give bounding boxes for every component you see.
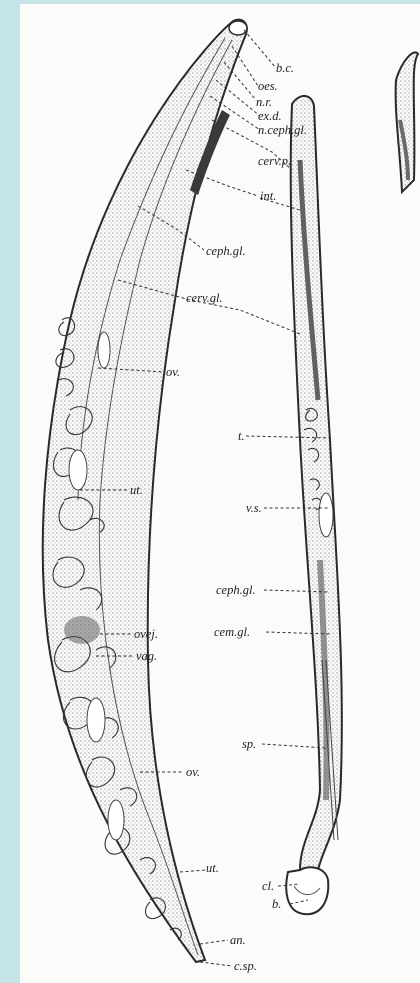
label-cervgl: cerv.gl. <box>186 291 223 305</box>
label-csp: c.sp. <box>234 959 257 973</box>
female-head <box>229 21 247 35</box>
label-ut-upper: ut. <box>130 483 143 497</box>
label-ncephgl: n.ceph.gl. <box>258 123 307 137</box>
label-vag: vag. <box>136 649 157 663</box>
label-vs: v.s. <box>246 501 262 515</box>
male-bursa <box>286 867 328 914</box>
label-nr: n.r. <box>256 95 272 109</box>
label-t: t. <box>238 429 245 443</box>
label-ov-upper: ov. <box>166 365 180 379</box>
male-worm <box>286 96 342 914</box>
label-exd: ex.d. <box>258 109 282 123</box>
worm-anatomy-drawing: b.c. oes. n.r. ex.d. n.ceph.gl. cerv.p. … <box>20 4 420 983</box>
detail-sketch-head <box>396 52 418 192</box>
label-bc: b.c. <box>276 61 294 75</box>
female-worm <box>43 20 247 962</box>
label-oes: oes. <box>258 79 278 93</box>
label-sp: sp. <box>242 737 256 751</box>
label-cephgl-female: ceph.gl. <box>206 244 246 258</box>
label-int: int. <box>260 189 276 203</box>
label-cl: cl. <box>262 879 274 893</box>
label-cervp: cerv.p. <box>258 154 291 168</box>
label-ov-lower: ov. <box>186 765 200 779</box>
label-ut-lower: ut. <box>206 861 219 875</box>
label-ovej: ovej. <box>134 627 158 641</box>
illustration-panel: b.c. oes. n.r. ex.d. n.ceph.gl. cerv.p. … <box>20 4 420 983</box>
label-an: an. <box>230 933 246 947</box>
label-b: b. <box>272 897 281 911</box>
label-cemgl: cem.gl. <box>214 625 250 639</box>
label-cephgl-male: ceph.gl. <box>216 583 256 597</box>
